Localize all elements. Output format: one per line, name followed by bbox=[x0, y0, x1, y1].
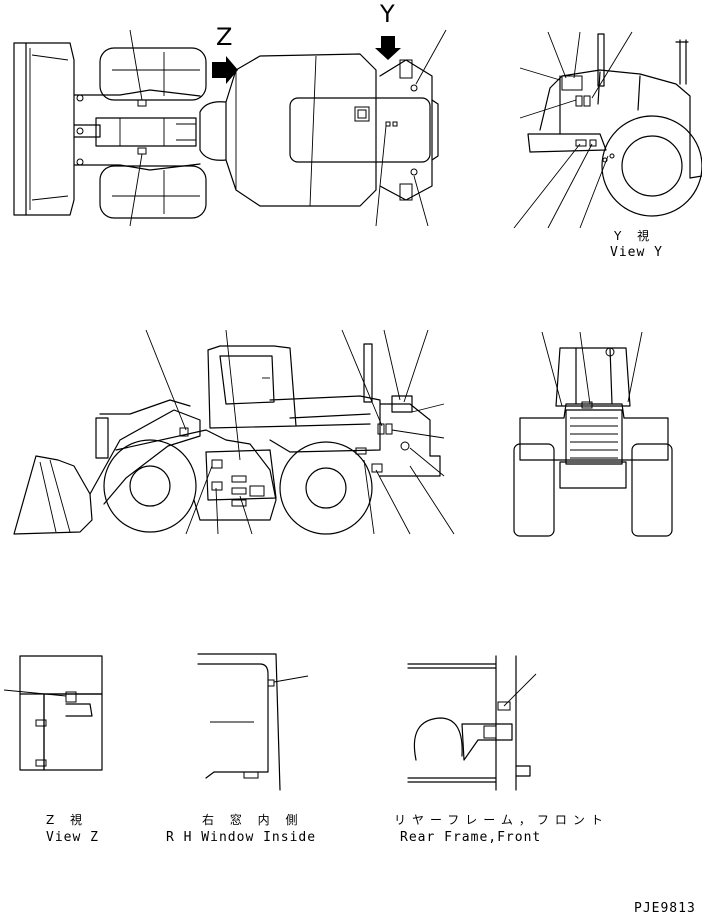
arrow-down-icon bbox=[375, 36, 401, 60]
drawing-code: PJE9813 bbox=[634, 901, 696, 915]
side-view bbox=[13, 329, 455, 535]
view-z-caption-jp: Z 視 bbox=[46, 812, 88, 827]
view-z-caption-en: View Z bbox=[46, 830, 99, 845]
rear-frame-drawing: リヤーフレーム，フロント Rear Frame,Front bbox=[394, 655, 609, 845]
view-y-caption-en: View Y bbox=[610, 245, 663, 260]
top-view: Z Y bbox=[13, 0, 447, 227]
arrow-z-letter: Z bbox=[216, 23, 232, 51]
view-z-drawing: Z 視 View Z bbox=[3, 655, 103, 845]
window-inside-caption-jp: 右 窓 内 側 bbox=[202, 812, 303, 827]
rear-frame-caption-jp: リヤーフレーム，フロント bbox=[394, 813, 609, 827]
window-inside-drawing: 右 窓 内 側 R H Window Inside bbox=[166, 653, 316, 845]
window-inside-caption-en: R H Window Inside bbox=[166, 830, 316, 845]
front-view bbox=[513, 331, 673, 537]
arrow-y-letter: Y bbox=[379, 0, 395, 28]
rear-frame-caption-en: Rear Frame,Front bbox=[400, 830, 541, 845]
view-y-caption-jp: Y 視 bbox=[613, 228, 655, 243]
view-y-drawing: Y 視 View Y bbox=[513, 31, 702, 260]
arrow-right-icon bbox=[212, 56, 238, 84]
